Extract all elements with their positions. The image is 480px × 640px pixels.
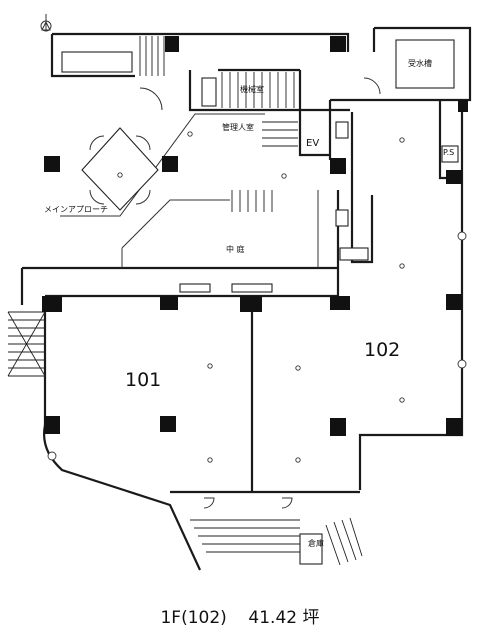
ps-label: P.S [443,148,454,157]
outer-walls [20,26,472,571]
machine-room-label: 機械室 [240,84,264,94]
ceiling-fixtures [47,131,467,463]
north-arrow-icon [40,14,52,32]
stair-icon [7,36,363,566]
column-marker-icon [42,36,468,436]
floor-label: 1F(102) [160,608,227,628]
unit-101-label: 101 [125,369,161,391]
unit-102-label: 102 [364,339,400,361]
water-tank-label: 受水槽 [408,58,432,68]
atrium-label: 中 庭 [226,244,245,254]
main-approach-label: メインアプローチ [44,205,108,214]
management-room-label: 管理人室 [222,122,254,132]
storage-label: 倉庫 [308,538,324,548]
floor-area: 41.42 坪 [248,608,320,628]
floor-caption: 1F(102) 41.42 坪 [0,603,480,628]
fixtures [61,39,459,565]
ev-label: EV [306,138,319,149]
door-swing-icon [89,77,381,509]
